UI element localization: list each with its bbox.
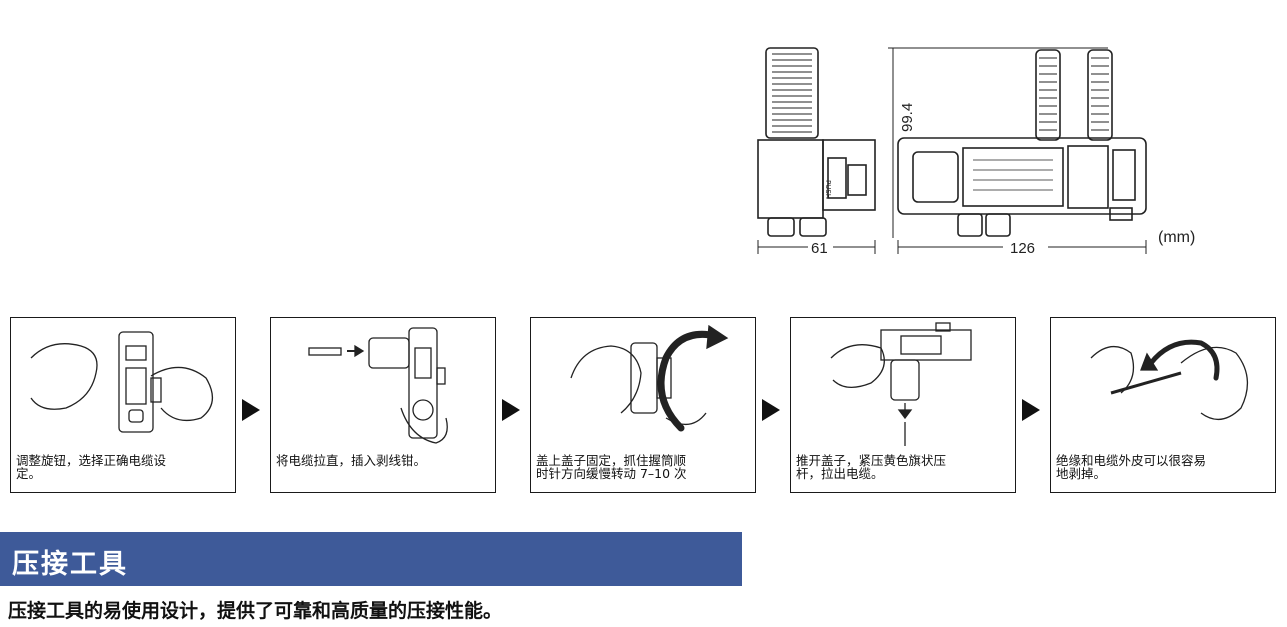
- step-5-panel: 绝缘和电缆外皮可以很容易 地剥掉。: [1050, 317, 1276, 493]
- side-head: [822, 139, 876, 211]
- roller-2: [1087, 49, 1113, 141]
- push-tab: [827, 157, 847, 199]
- stripper-tool: [880, 329, 972, 361]
- step-2-panel: 将电缆拉直，插入剥线钳。: [270, 317, 496, 493]
- side-width-label: 61: [811, 240, 828, 257]
- instruction-steps: 调整旋钮，选择正确电缆设 定。 将电缆拉直，插入剥线钳。: [10, 317, 1278, 495]
- dimension-drawing: PUSH 99.4 61 126: [757, 47, 1147, 257]
- step-4-illustration: [830, 322, 972, 446]
- step-3-caption-line-1: 盖上盖子固定，抓住握筒顺: [536, 453, 687, 468]
- step-1-panel: 调整旋钮，选择正确电缆设 定。: [10, 317, 236, 493]
- step-4-caption-line-2: 杆，拉出电缆。: [796, 466, 884, 481]
- step-1-caption-line-1: 调整旋钮，选择正确电缆设: [16, 453, 167, 468]
- side-body: [757, 139, 824, 219]
- step-4-panel: 推开盖子，紧压黄色旗状压 杆，拉出电缆。: [790, 317, 1016, 493]
- side-knob: [765, 47, 819, 139]
- stripper-tool: [630, 342, 658, 414]
- step-5-illustration: [1090, 339, 1248, 420]
- step-4-caption-line-1: 推开盖子，紧压黄色旗状压: [796, 453, 947, 468]
- twist-arrow-icon: [1140, 352, 1159, 371]
- step-arrow-icon: [242, 399, 260, 421]
- step-3-panel: 盖上盖子固定，抓住握筒顺 时针方向缓慢转动 7–10 次: [530, 317, 756, 493]
- section-banner: 压接工具: [0, 532, 742, 586]
- step-3-caption: 盖上盖子固定，抓住握筒顺 时针方向缓慢转动 7–10 次: [536, 454, 750, 480]
- front-body: [897, 137, 1147, 215]
- knob: [368, 337, 410, 369]
- step-arrow-icon: [502, 399, 520, 421]
- step-4-caption: 推开盖子，紧压黄色旗状压 杆，拉出电缆。: [796, 454, 1010, 480]
- step-2-caption-line-1: 将电缆拉直，插入剥线钳。: [276, 453, 427, 468]
- step-5-caption-line-2: 地剥掉。: [1056, 466, 1107, 481]
- right-hand: [150, 366, 213, 422]
- knob: [890, 359, 920, 401]
- height-dimension-label: 99.4: [899, 103, 916, 132]
- pull-arrow-icon: [897, 409, 913, 420]
- hand: [830, 344, 885, 388]
- cable: [308, 347, 342, 356]
- step-arrow-icon: [762, 399, 780, 421]
- step-3-caption-line-2: 时针方向缓慢转动 7–10 次: [536, 466, 687, 481]
- step-3-illustration: [570, 324, 729, 432]
- left-hand: [30, 343, 98, 410]
- step-5-caption: 绝缘和电缆外皮可以很容易 地剥掉。: [1056, 454, 1270, 480]
- unit-label: (mm): [1158, 229, 1196, 246]
- front-width-label: 126: [1010, 240, 1035, 257]
- clockwise-arrow-icon: [706, 324, 729, 350]
- cable: [1110, 371, 1182, 395]
- section-title: 压接工具: [12, 549, 128, 580]
- stripper-tool: [118, 331, 154, 433]
- section-subtitle: 压接工具的易使用设计，提供了可靠和高质量的压接性能。: [8, 600, 503, 622]
- rotate-arrow: [657, 330, 720, 432]
- step-2-caption: 将电缆拉直，插入剥线钳。: [276, 454, 490, 467]
- left-hand: [1090, 346, 1135, 394]
- step-1-illustration: [30, 331, 213, 433]
- side-knob-ribs: [772, 53, 812, 133]
- step-arrow-icon: [1022, 399, 1040, 421]
- step-1-caption: 调整旋钮，选择正确电缆设 定。: [16, 454, 230, 480]
- step-1-caption-line-2: 定。: [16, 466, 42, 481]
- stripper-tool: [408, 327, 438, 439]
- push-label: PUSH: [824, 180, 832, 199]
- step-5-caption-line-1: 绝缘和电缆外皮可以很容易: [1056, 453, 1207, 468]
- roller-1: [1035, 49, 1061, 141]
- front-label-plate: [962, 147, 1064, 207]
- insert-arrow-icon: [354, 344, 365, 358]
- step-2-illustration: [308, 327, 448, 444]
